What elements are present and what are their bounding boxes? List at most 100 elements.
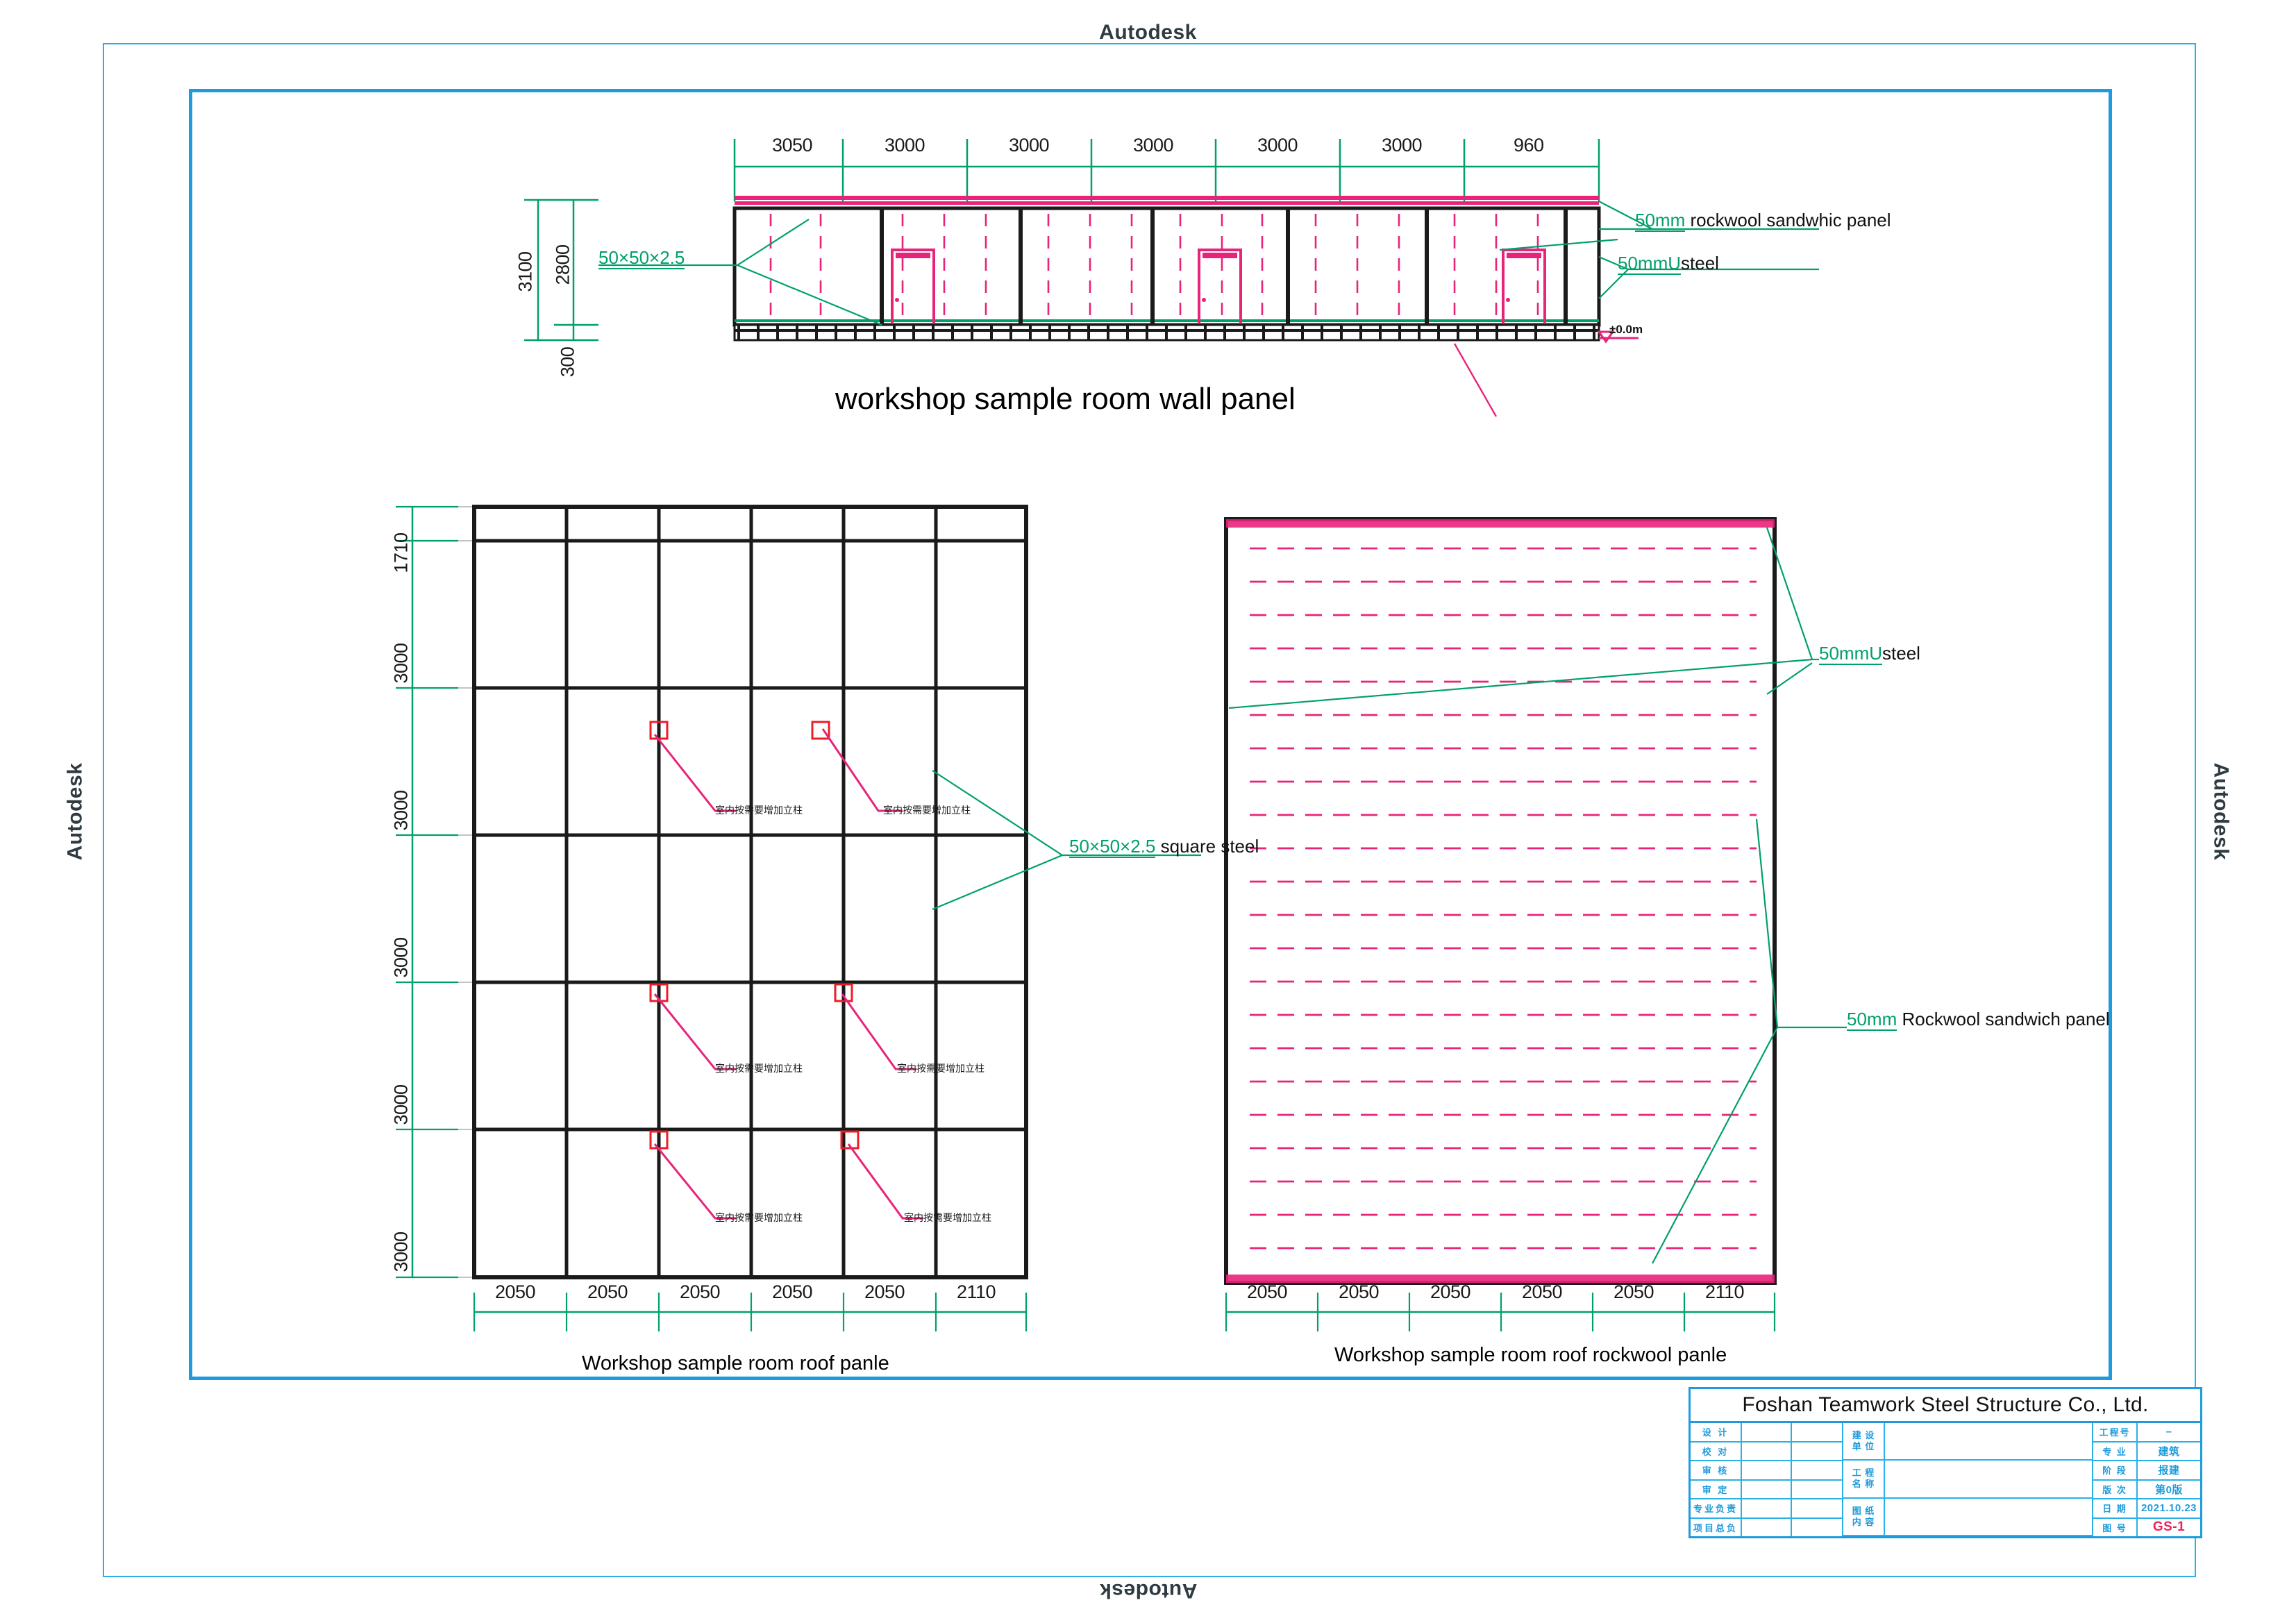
title-block-row: 阶 段 报建 — [2092, 1461, 2200, 1481]
roofplan-hdim-3: 2050 — [680, 1281, 721, 1302]
title-block-value-date[interactable] — [1792, 1423, 1842, 1441]
elevation-dim-2: 3000 — [885, 135, 925, 155]
title-block-row: 审 定 — [1691, 1480, 1842, 1499]
title-block-key-line: 名 称 — [1852, 1479, 1875, 1490]
title-block-key-line: 内 容 — [1852, 1516, 1875, 1527]
title-block-key-line: 工 程 — [1852, 1468, 1875, 1479]
title-block-key: 审 核 — [1691, 1461, 1742, 1479]
title-block-value-date[interactable] — [1792, 1519, 1842, 1537]
rockwoolplan-usteel-size: 50mmU — [1819, 643, 1883, 665]
elevation-dim-1: 3050 — [772, 135, 813, 155]
title-block-value-date[interactable] — [1792, 1443, 1842, 1461]
roofplan-hdim-1: 2050 — [495, 1281, 536, 1302]
title-block-row: 图 纸 内 容 — [1842, 1498, 2092, 1536]
title-block-value-date[interactable]: 2021.10.23 — [2140, 1502, 2197, 1515]
rockwoolplan-hdim-3: 2050 — [1430, 1281, 1471, 1302]
roofplan-vdim-4: 3000 — [390, 937, 412, 978]
title-block-key: 校 对 — [1691, 1442, 1742, 1460]
elevation-dim-6: 3000 — [1382, 135, 1423, 155]
title-block-key-stage: 阶 段 — [2092, 1461, 2138, 1479]
rockwoolplan-usteel-text: steel — [1882, 643, 1920, 664]
rockwoolplan-hdim-5: 2050 — [1614, 1281, 1654, 1302]
title-block-value[interactable] — [1742, 1499, 1792, 1517]
title-block-value-project[interactable] — [1885, 1461, 2092, 1497]
elevation-dim-base: 300 — [557, 346, 578, 378]
rockwoolplan-hdim-6: 2110 — [1705, 1281, 1745, 1302]
title-block-row: 图 号 GS-1 — [2092, 1518, 2200, 1536]
rockwoolplan-hdim-1: 2050 — [1247, 1281, 1288, 1302]
roofplan-square-steel-size: 50×50×2.5 — [1069, 836, 1156, 858]
title-block-value[interactable] — [1742, 1423, 1792, 1441]
watermark-left: Autodesk — [63, 762, 87, 861]
roofplan-vdim-5: 3000 — [390, 1084, 412, 1125]
title-block-value-revision[interactable]: 第0版 — [2155, 1483, 2183, 1496]
title-block-row: 版 次第0版 — [2092, 1480, 2200, 1499]
title-block-row: 项目总负 — [1691, 1518, 1842, 1537]
title-block-value-stage[interactable]: 报建 — [2158, 1465, 2180, 1477]
title-block-value[interactable] — [1742, 1518, 1792, 1536]
title-block-row: 设 计 — [1691, 1423, 1842, 1443]
title-block-value-discipline[interactable]: 建筑 — [2158, 1445, 2180, 1458]
roofplan-column-note-6: 室内按需要增加立柱 — [904, 1212, 991, 1223]
elevation-dim-wall-height: 2800 — [552, 244, 573, 285]
roofplan-vdim-1: 1710 — [390, 532, 412, 573]
roofplan-vdim-2: 3000 — [390, 643, 412, 684]
sheet-border-outer — [103, 43, 2196, 1577]
roofplan-hdim-4: 2050 — [772, 1281, 813, 1302]
rockwoolplan-panel-size: 50mm — [1847, 1009, 1897, 1031]
title-block-row: 专业负责 — [1691, 1499, 1842, 1519]
elevation-square-tube-label: 50×50×2.5 — [598, 247, 685, 269]
title-block-value[interactable] — [1742, 1480, 1792, 1498]
title-block-value-content[interactable] — [1885, 1499, 2092, 1535]
title-block-row: 工程号 – — [2092, 1423, 2200, 1443]
title-block-row: 建 设 单 位 — [1842, 1423, 2092, 1461]
roofplan-caption: Workshop sample room roof panle — [582, 1352, 889, 1374]
roofplan-column-note-2: 室内按需要增加立柱 — [883, 805, 971, 816]
title-block-value-date[interactable] — [1792, 1499, 1842, 1517]
title-block-value-project-no[interactable]: – — [2165, 1426, 2172, 1438]
title-block-value[interactable] — [1742, 1461, 1792, 1479]
title-block-key-client: 建 设 单 位 — [1842, 1423, 1885, 1460]
elevation-level-label: ±0.0m — [1609, 323, 1643, 336]
watermark-bottom: Autodesk — [1099, 1579, 1197, 1602]
roofplan-column-note-3: 室内按需要增加立柱 — [715, 1063, 803, 1074]
title-block: Foshan Teamwork Steel Structure Co., Ltd… — [1689, 1387, 2202, 1538]
title-block-value-date[interactable] — [1792, 1461, 1842, 1479]
elevation-dim-4: 3000 — [1133, 135, 1174, 155]
title-block-key: 专业负责 — [1691, 1499, 1742, 1517]
rockwoolplan-hdim-4: 2050 — [1522, 1281, 1563, 1302]
title-block-key-line: 图 纸 — [1852, 1505, 1875, 1516]
roofplan-column-note-5: 室内按需要增加立柱 — [715, 1212, 803, 1223]
roofplan-vdim-6: 3000 — [390, 1231, 412, 1272]
roofplan-vdim-3: 3000 — [390, 790, 412, 831]
elevation-dim-5: 3000 — [1257, 135, 1298, 155]
roofplan-hdim-6: 2110 — [957, 1281, 996, 1302]
elevation-dim-3: 3000 — [1009, 135, 1050, 155]
roofplan-column-note-4: 室内按需要增加立柱 — [897, 1063, 984, 1074]
elevation-dim-overall: 3100 — [514, 251, 536, 292]
roofplan-square-steel-text: square steel — [1160, 836, 1259, 857]
watermark-right: Autodesk — [2209, 762, 2233, 861]
title-block-value[interactable] — [1742, 1442, 1792, 1460]
title-block-signoff-column: 设 计 校 对 审 核 审 定 专业负责 项目总负 — [1691, 1423, 1842, 1536]
sheet-border-inner — [189, 89, 2112, 1380]
title-block-key: 设 计 — [1691, 1423, 1742, 1441]
title-block-key-project-no: 工程号 — [2092, 1423, 2138, 1441]
title-block-value-drawing-no[interactable]: GS-1 — [2152, 1520, 2186, 1535]
title-block-key-drawing-no: 图 号 — [2092, 1518, 2138, 1536]
elevation-usteel-label-text: steel — [1681, 253, 1719, 274]
title-block-key: 审 定 — [1691, 1480, 1742, 1498]
title-block-row: 校 对 — [1691, 1442, 1842, 1461]
title-block-value-client[interactable] — [1885, 1423, 2092, 1459]
rockwoolplan-panel-text: Rockwool sandwich panel — [1902, 1009, 2110, 1029]
watermark-top: Autodesk — [1099, 21, 1197, 44]
title-block-row: 工 程 名 称 — [1842, 1461, 2092, 1499]
roofplan-hdim-2: 2050 — [587, 1281, 628, 1302]
roofplan-column-note-1: 室内按需要增加立柱 — [715, 805, 803, 816]
elevation-rockwool-label-size: 50mm — [1635, 210, 1686, 232]
elevation-rockwool-label-text: rockwool sandwhic panel — [1690, 210, 1891, 230]
title-block-value-date[interactable] — [1792, 1481, 1842, 1499]
elevation-usteel-label-size: 50mmU — [1618, 253, 1682, 275]
